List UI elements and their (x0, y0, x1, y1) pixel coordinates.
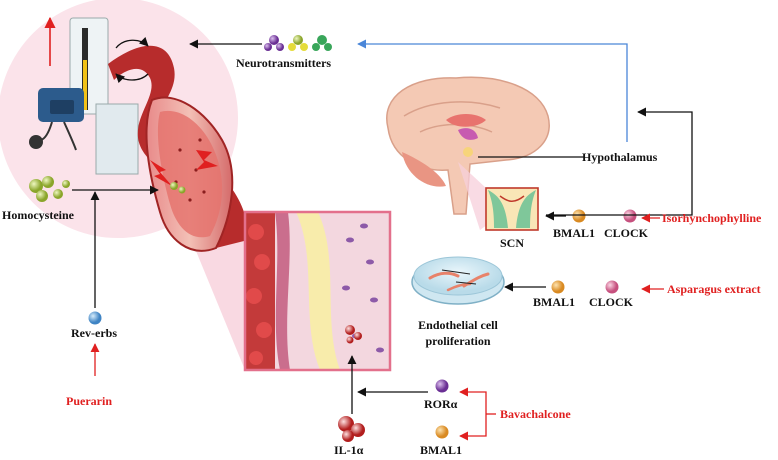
bmal1-bottom-molecule-icon (435, 425, 449, 439)
vessel-wall-zoom (243, 210, 392, 372)
scn-inset (458, 162, 539, 231)
blood-pressure-monitor-icon (29, 17, 139, 175)
label-hypothalamus: Hypothalamus (582, 150, 658, 164)
label-asparagus-extract: Asparagus extract (667, 282, 761, 296)
label-scn: SCN (500, 236, 525, 250)
rev-erbs-molecule-icon (88, 311, 102, 325)
label-isorhynchophylline: Isorhynchophylline (662, 211, 762, 225)
ror-alpha-molecule-icon (435, 379, 449, 393)
neurotransmitter-molecules-icon (264, 35, 332, 51)
label-bmal1-bottom: BMAL1 (420, 443, 462, 457)
petri-dish-icon (411, 256, 505, 305)
arrow-scn-to-hypothalamus (546, 107, 693, 216)
label-puerarin: Puerarin (66, 394, 112, 408)
label-bavachalcone: Bavachalcone (500, 407, 571, 421)
bmal1-scn-molecule-icon (572, 209, 586, 223)
vessel-molecules-icon (170, 182, 186, 194)
label-homocysteine: Homocysteine (2, 208, 74, 222)
clock-endo-molecule-icon (605, 280, 619, 294)
arrow-bavachalcone-bmal1 (459, 414, 487, 441)
label-il1a: IL-1α (334, 443, 364, 457)
zoom-molecules-icon (345, 325, 362, 344)
red-arrows (90, 213, 664, 441)
label-ror-alpha: RORα (424, 397, 458, 411)
blood-vessel-icon (108, 45, 249, 252)
brain-icon (386, 76, 550, 215)
label-rev-erbs: Rev-erbs (71, 326, 117, 340)
label-proliferation: proliferation (425, 334, 491, 348)
arrow-hypothalamus-to-neuro (357, 39, 628, 142)
label-clock-scn: CLOCK (604, 226, 649, 240)
clock-scn-molecule-icon (623, 209, 637, 223)
label-neurotransmitters: Neurotransmitters (236, 56, 332, 70)
bmal1-endo-molecule-icon (551, 280, 565, 294)
il1a-molecules-icon (338, 416, 365, 442)
arrows (72, 39, 693, 414)
label-bmal1-scn: BMAL1 (553, 226, 595, 240)
homocysteine-molecules-icon (29, 176, 70, 202)
arrow-bavachalcone-ror (459, 387, 487, 414)
flow-arrows (115, 36, 149, 84)
label-bmal1-endo: BMAL1 (533, 295, 575, 309)
label-clock-endo: CLOCK (589, 295, 634, 309)
label-endothelial-cell: Endothelial cell (418, 318, 498, 332)
